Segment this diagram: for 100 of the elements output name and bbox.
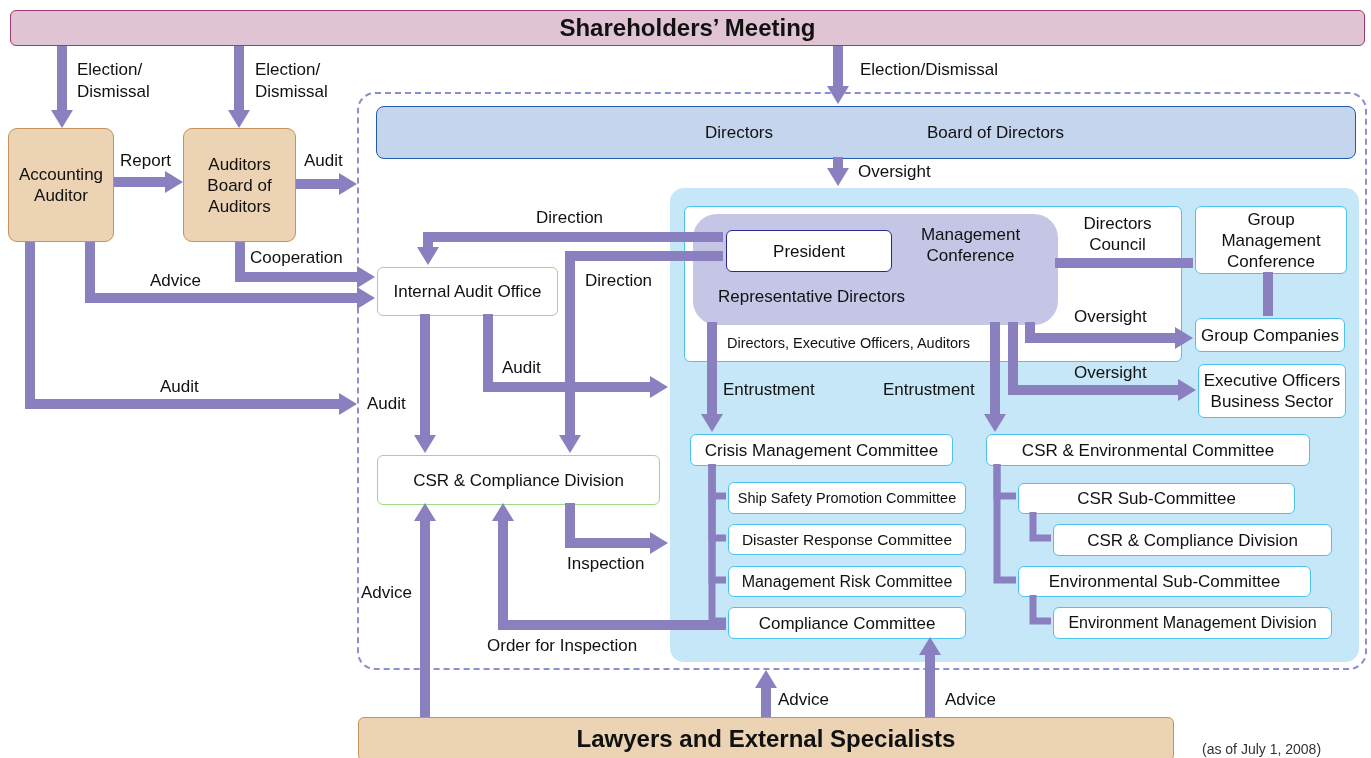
edge-label: Oversight bbox=[1074, 362, 1147, 384]
box-label: Ship Safety Promotion Committee bbox=[736, 489, 958, 507]
arrow bbox=[235, 242, 375, 288]
connector-line bbox=[1029, 595, 1051, 625]
arrow bbox=[559, 251, 723, 453]
box-label: Internal Audit Office bbox=[392, 281, 543, 302]
arrow bbox=[51, 46, 73, 128]
box-label: President bbox=[772, 240, 846, 262]
edge-label: Audit bbox=[367, 393, 406, 415]
edge-label: Direction bbox=[536, 207, 604, 229]
arrow bbox=[414, 503, 436, 717]
box-label: Disaster Response Committee bbox=[740, 530, 954, 549]
arrow bbox=[827, 157, 849, 186]
box-label: Crisis Management Committee bbox=[703, 439, 940, 461]
box-label: CSR & Compliance Division bbox=[1086, 529, 1299, 551]
arrow bbox=[414, 314, 436, 453]
box-label: CSR & Compliance Division bbox=[412, 469, 625, 491]
box-label: Representative Directors bbox=[718, 286, 907, 307]
box-label: Directors bbox=[705, 122, 774, 143]
office-box bbox=[377, 455, 660, 505]
committee-box bbox=[690, 434, 953, 466]
edge-label: Audit bbox=[160, 376, 199, 398]
arrow bbox=[483, 314, 668, 398]
connector-line bbox=[1055, 258, 1193, 268]
connector-line bbox=[993, 464, 1016, 584]
edge-label: Audit bbox=[502, 357, 541, 379]
arrow bbox=[492, 503, 726, 630]
connector-line bbox=[1263, 272, 1273, 316]
management-panel bbox=[670, 188, 1359, 662]
edge-label: Election/ Dismissal bbox=[77, 59, 151, 103]
box-label: Executive Officers Business Sector bbox=[1202, 370, 1342, 412]
box-label: Management Risk Committee bbox=[740, 571, 954, 592]
edge-label: Report bbox=[120, 150, 172, 172]
specialists-bar bbox=[358, 717, 1174, 758]
arrow bbox=[296, 173, 357, 195]
auditor-box bbox=[183, 128, 296, 242]
box-label: Group Companies bbox=[1200, 324, 1340, 346]
edge-label: Entrustment bbox=[723, 379, 815, 401]
header-bar bbox=[10, 10, 1365, 46]
box-label: Shareholders’ Meeting bbox=[558, 13, 817, 43]
edge-label: Audit bbox=[304, 150, 343, 172]
committee-box bbox=[728, 566, 966, 597]
edge-label: Order for Inspection bbox=[487, 635, 638, 657]
box-label: Environment Management Division bbox=[1067, 613, 1318, 633]
committee-box bbox=[1053, 607, 1332, 639]
board-band bbox=[376, 106, 1356, 159]
directors-frame bbox=[684, 206, 1182, 362]
auditor-box bbox=[8, 128, 114, 242]
committee-box bbox=[728, 607, 966, 639]
arrow bbox=[1008, 322, 1196, 401]
edge-label: Inspection bbox=[567, 553, 645, 575]
box-label: CSR Sub-Committee bbox=[1076, 488, 1237, 509]
committee-box bbox=[1053, 524, 1332, 556]
arrow bbox=[228, 46, 250, 128]
box-label: Accounting Auditor bbox=[17, 164, 105, 206]
edge-label: Oversight bbox=[858, 161, 931, 183]
dashed-boundary bbox=[357, 92, 1367, 670]
box-label: Management Conference bbox=[919, 224, 1022, 266]
box-label: Environmental Sub-Committee bbox=[1047, 571, 1282, 592]
edge-label: Election/Dismissal bbox=[860, 59, 998, 81]
arrow bbox=[1025, 322, 1193, 349]
edge-label: Entrustment bbox=[883, 379, 975, 401]
box-label: Directors, Executive Officers, Auditors bbox=[727, 334, 972, 353]
committee-box bbox=[986, 434, 1310, 466]
committee-box bbox=[1018, 483, 1295, 514]
box-label: Lawyers and External Specialists bbox=[575, 724, 957, 754]
committee-box bbox=[1018, 566, 1311, 597]
box-label: CSR & Environmental Committee bbox=[1020, 439, 1276, 461]
committee-box bbox=[728, 482, 966, 514]
conference-box bbox=[693, 214, 1058, 325]
edge-label: Cooperation bbox=[250, 247, 343, 269]
arrow bbox=[919, 637, 941, 717]
date-note: (as of July 1, 2008) bbox=[1202, 740, 1322, 758]
edge-label: Direction bbox=[585, 270, 653, 292]
arrow bbox=[25, 242, 357, 415]
office-box bbox=[377, 267, 558, 316]
committee-box bbox=[1195, 318, 1345, 352]
box-label: Board of Directors bbox=[927, 122, 1065, 143]
arrow bbox=[701, 322, 723, 432]
committee-box bbox=[728, 524, 966, 555]
committee-box bbox=[1195, 206, 1347, 274]
committee-box bbox=[1198, 364, 1346, 418]
edge-label: Advice bbox=[945, 689, 997, 711]
arrow bbox=[85, 242, 375, 309]
president-box bbox=[726, 230, 892, 272]
edge-label: Advice bbox=[150, 270, 202, 292]
edge-label: Oversight bbox=[1074, 306, 1147, 328]
connector-line bbox=[1029, 512, 1051, 542]
box-label: Group Management Conference bbox=[1220, 208, 1322, 272]
edge-label: Election/ Dismissal bbox=[255, 59, 329, 103]
arrow bbox=[827, 46, 849, 104]
edge-label: Advice bbox=[361, 582, 413, 604]
edge-label: Advice bbox=[778, 689, 830, 711]
arrow bbox=[984, 322, 1006, 432]
arrow bbox=[114, 171, 183, 193]
box-label: Auditors Board of Auditors bbox=[206, 153, 273, 217]
box-label: Directors Council bbox=[1082, 213, 1153, 255]
box-label: Compliance Committee bbox=[757, 612, 937, 634]
arrow bbox=[755, 670, 777, 717]
arrow bbox=[417, 232, 723, 265]
